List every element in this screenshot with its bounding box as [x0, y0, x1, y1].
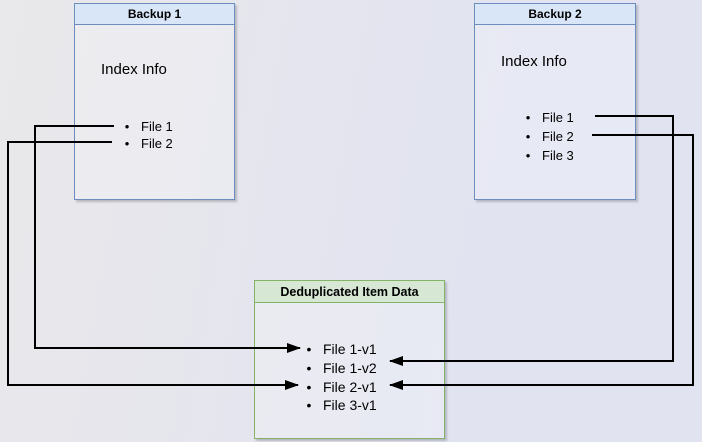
bullet-icon: •: [306, 340, 312, 357]
backup1-header: Backup 1: [75, 4, 234, 25]
backup2-header: Backup 2: [475, 4, 635, 25]
list-item-label: File 3-v1: [323, 397, 377, 414]
list-item-label: File 2: [141, 135, 173, 151]
bullet-icon: •: [306, 378, 312, 395]
list-item: • File 1: [521, 108, 574, 127]
bullet-icon: •: [124, 135, 130, 151]
backup2-box: Backup 2 Index Info • File 1 • File 2 • File …: [474, 3, 636, 200]
list-item: • File 3-v1: [302, 396, 377, 415]
list-item: • File 1-v2: [302, 358, 377, 377]
backup1-title: Backup 1: [127, 7, 182, 21]
bullet-icon: •: [306, 397, 312, 414]
backup2-file-list: • File 1 • File 2 • File 3: [521, 108, 574, 165]
backup1-file-list: • File 1 • File 2: [120, 119, 173, 152]
list-item-label: File 1: [542, 109, 574, 125]
list-item: • File 2-v1: [302, 377, 377, 396]
dedup-item-list: • File 1-v1 • File 1-v2 • File 2-v1 • File 3-v1: [302, 340, 377, 415]
list-item-label: File 3: [542, 147, 574, 163]
list-item: • File 2: [521, 127, 574, 146]
list-item-label: File 2: [542, 128, 574, 144]
dedup-header: Deduplicated Item Data: [255, 281, 444, 303]
dedup-box: Deduplicated Item Data • File 1-v1 • File 1…: [254, 280, 445, 439]
list-item-label: File 1-v2: [323, 359, 377, 376]
list-item-label: File 1: [141, 119, 173, 135]
bullet-icon: •: [525, 109, 531, 125]
list-item-label: File 2-v1: [323, 378, 377, 395]
bullet-icon: •: [306, 359, 312, 376]
list-item: • File 2: [120, 135, 173, 152]
bullet-icon: •: [525, 128, 531, 144]
dedup-title: Deduplicated Item Data: [280, 284, 419, 299]
backup2-index-info-label: Index Info: [501, 53, 567, 70]
list-item: • File 1-v1: [302, 340, 377, 359]
backup2-title: Backup 2: [528, 7, 582, 21]
bullet-icon: •: [124, 119, 130, 135]
list-item: • File 3: [521, 146, 574, 165]
list-item-label: File 1-v1: [323, 340, 377, 357]
bullet-icon: •: [525, 147, 531, 163]
list-item: • File 1: [120, 119, 173, 136]
backup1-index-info-label: Index Info: [101, 61, 167, 78]
backup1-box: Backup 1 Index Info • File 1 • File 2: [74, 3, 235, 200]
